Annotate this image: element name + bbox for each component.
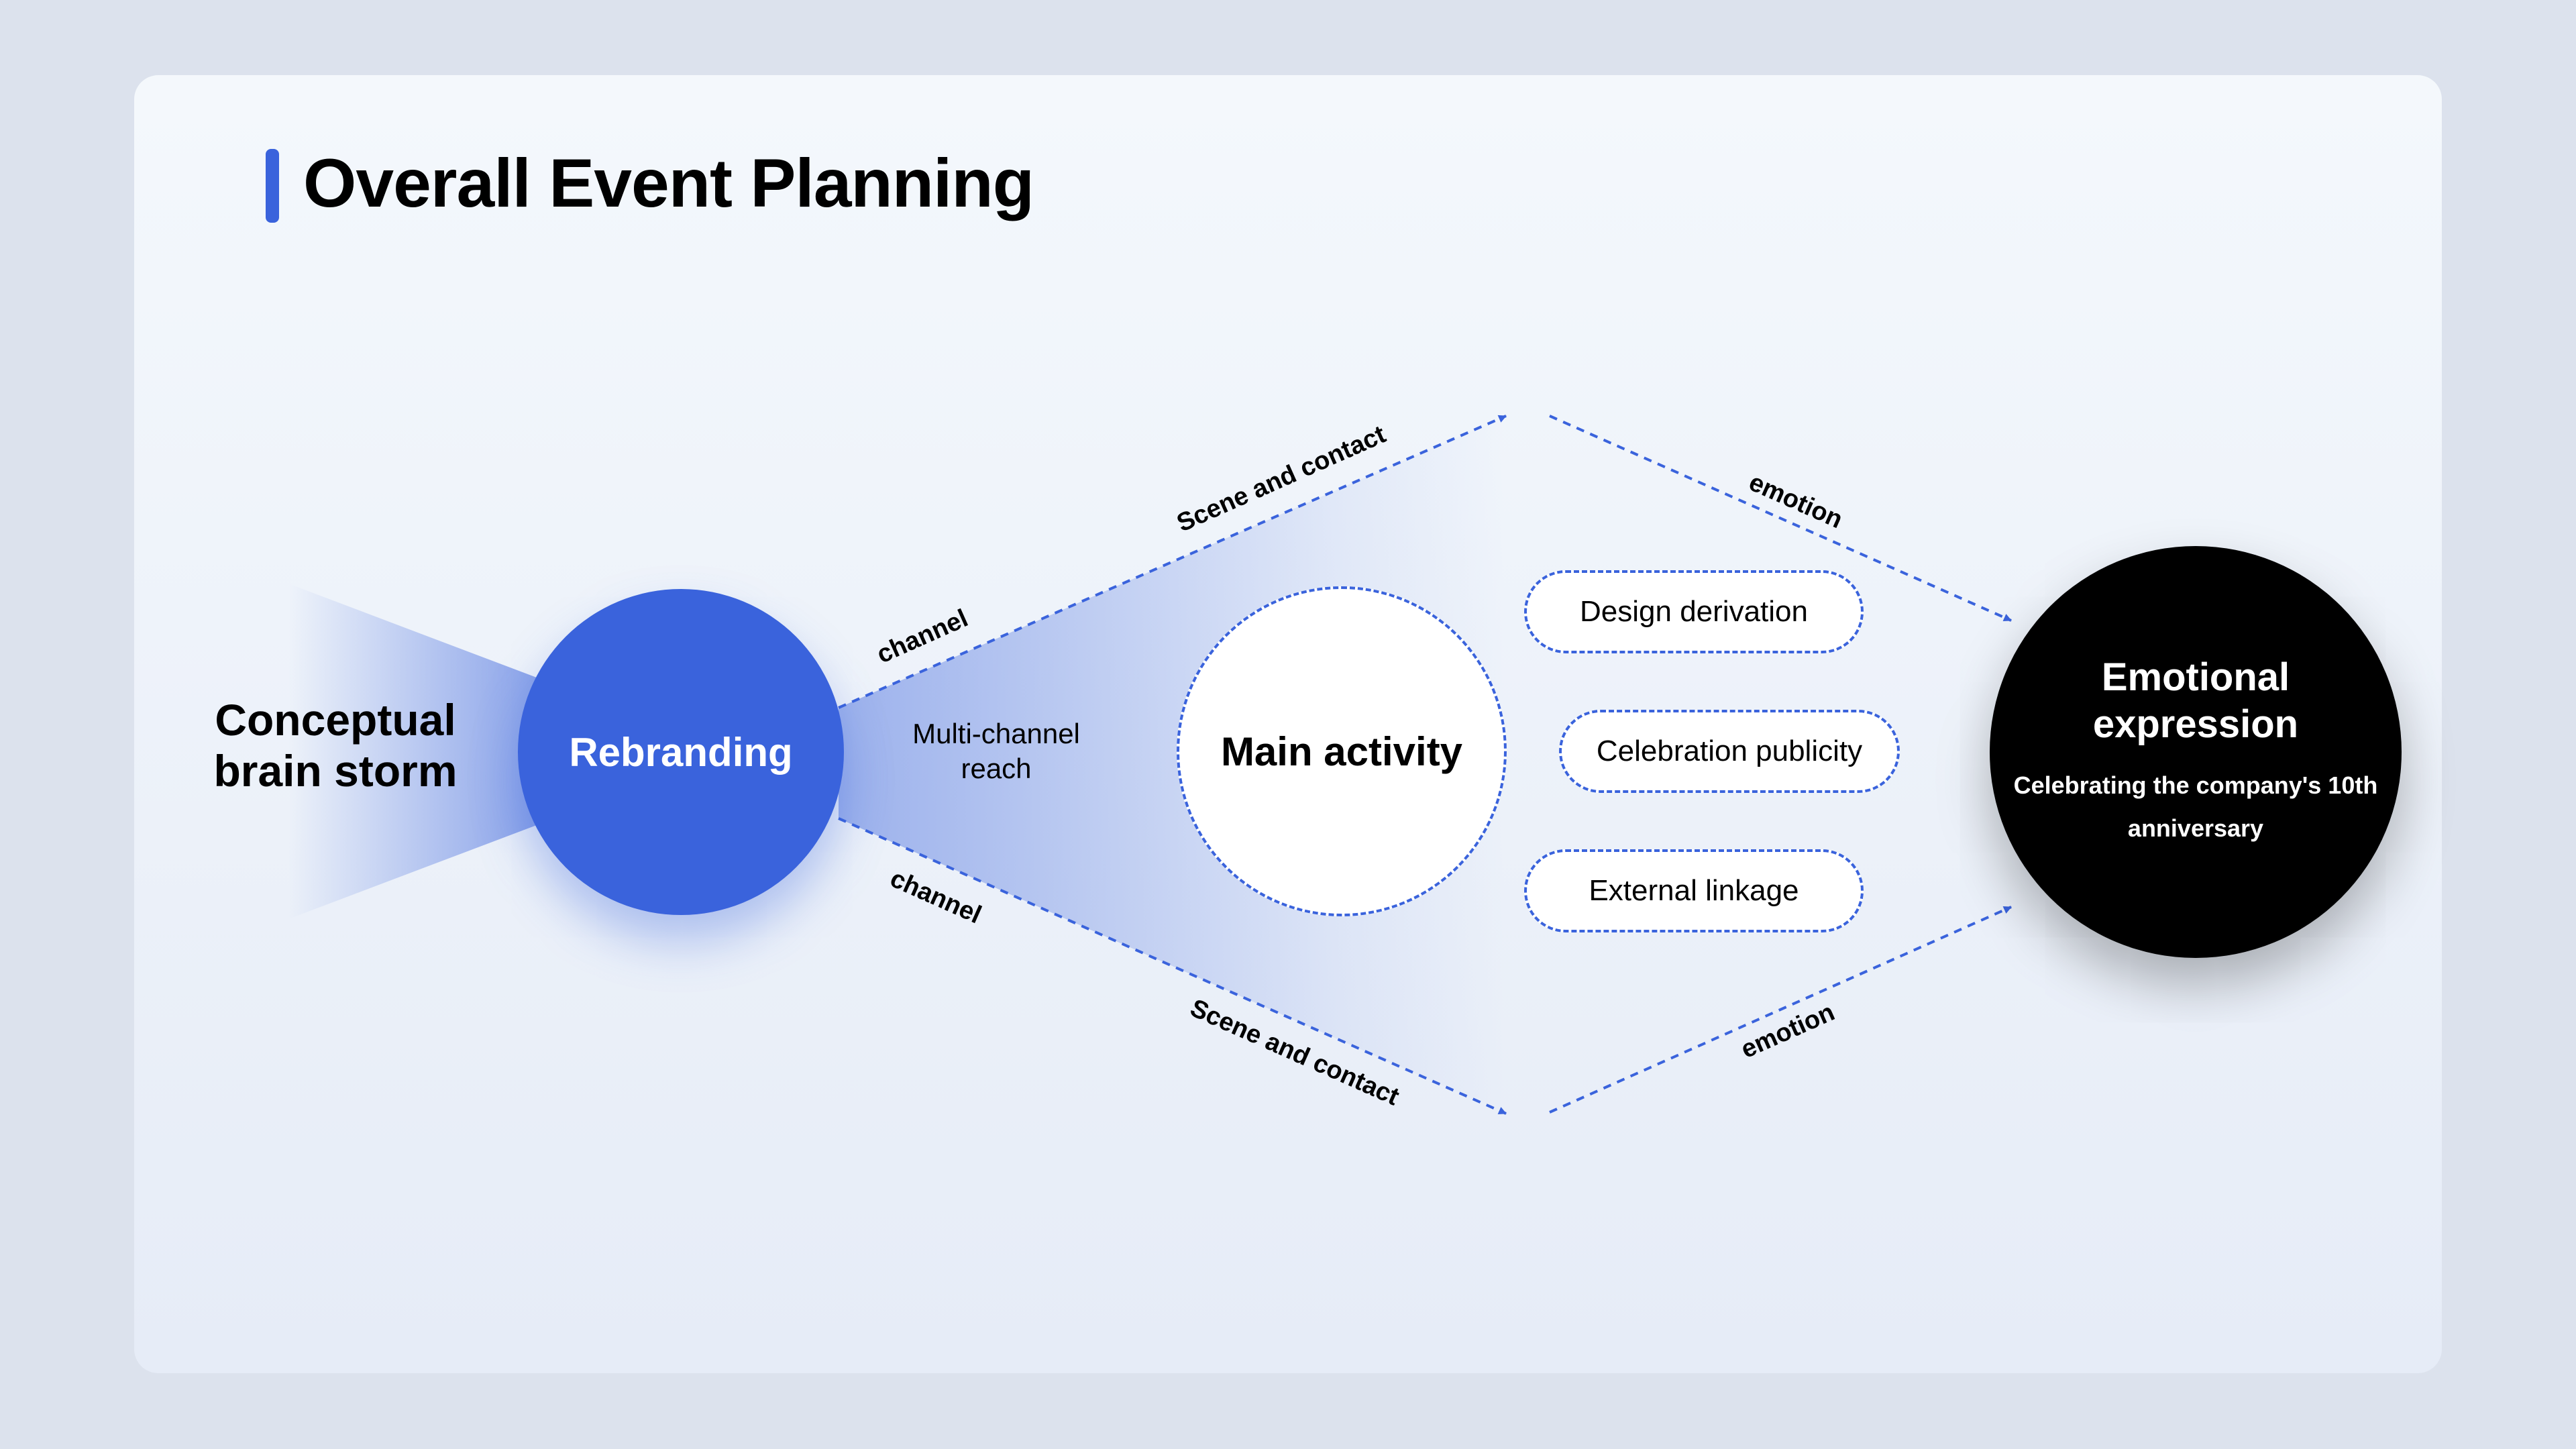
brainstorm-label: Conceptual brain storm <box>213 695 458 796</box>
emotional-title: Emotional expression <box>2092 655 2299 746</box>
emotional-expression-node: Emotional expression Celebrating the com… <box>1990 546 2402 958</box>
activity-label: Celebration publicity <box>1596 735 1863 767</box>
edge-label-emotion-lower: emotion <box>1737 998 1839 1064</box>
main-activity-label: Main activity <box>1220 729 1463 774</box>
activity-label: External linkage <box>1589 874 1799 907</box>
activity-label: Design derivation <box>1580 595 1808 628</box>
rebranding-label: Rebranding <box>569 729 793 775</box>
activity-pill-linkage: External linkage <box>1524 849 1864 932</box>
activity-pill-design: Design derivation <box>1524 570 1864 653</box>
channel-arrow-upper <box>838 415 1507 709</box>
page-title: Overall Event Planning <box>303 145 1034 221</box>
emotion-arrow-lower <box>1549 906 2012 1114</box>
emotion-arrow-upper <box>1549 415 2012 622</box>
main-activity-node: Main activity <box>1177 586 1507 916</box>
channel-arrow-lower <box>838 817 1507 1115</box>
rebranding-node: Rebranding <box>518 589 844 915</box>
multi-channel-label: Multi-channel reach <box>912 718 1080 784</box>
title-accent-bar <box>266 149 279 223</box>
brainstorm-fan <box>288 584 537 919</box>
activity-pill-publicity: Celebration publicity <box>1559 710 1900 793</box>
emotional-subtitle: Celebrating the company's 10th anniversa… <box>2013 771 2378 842</box>
